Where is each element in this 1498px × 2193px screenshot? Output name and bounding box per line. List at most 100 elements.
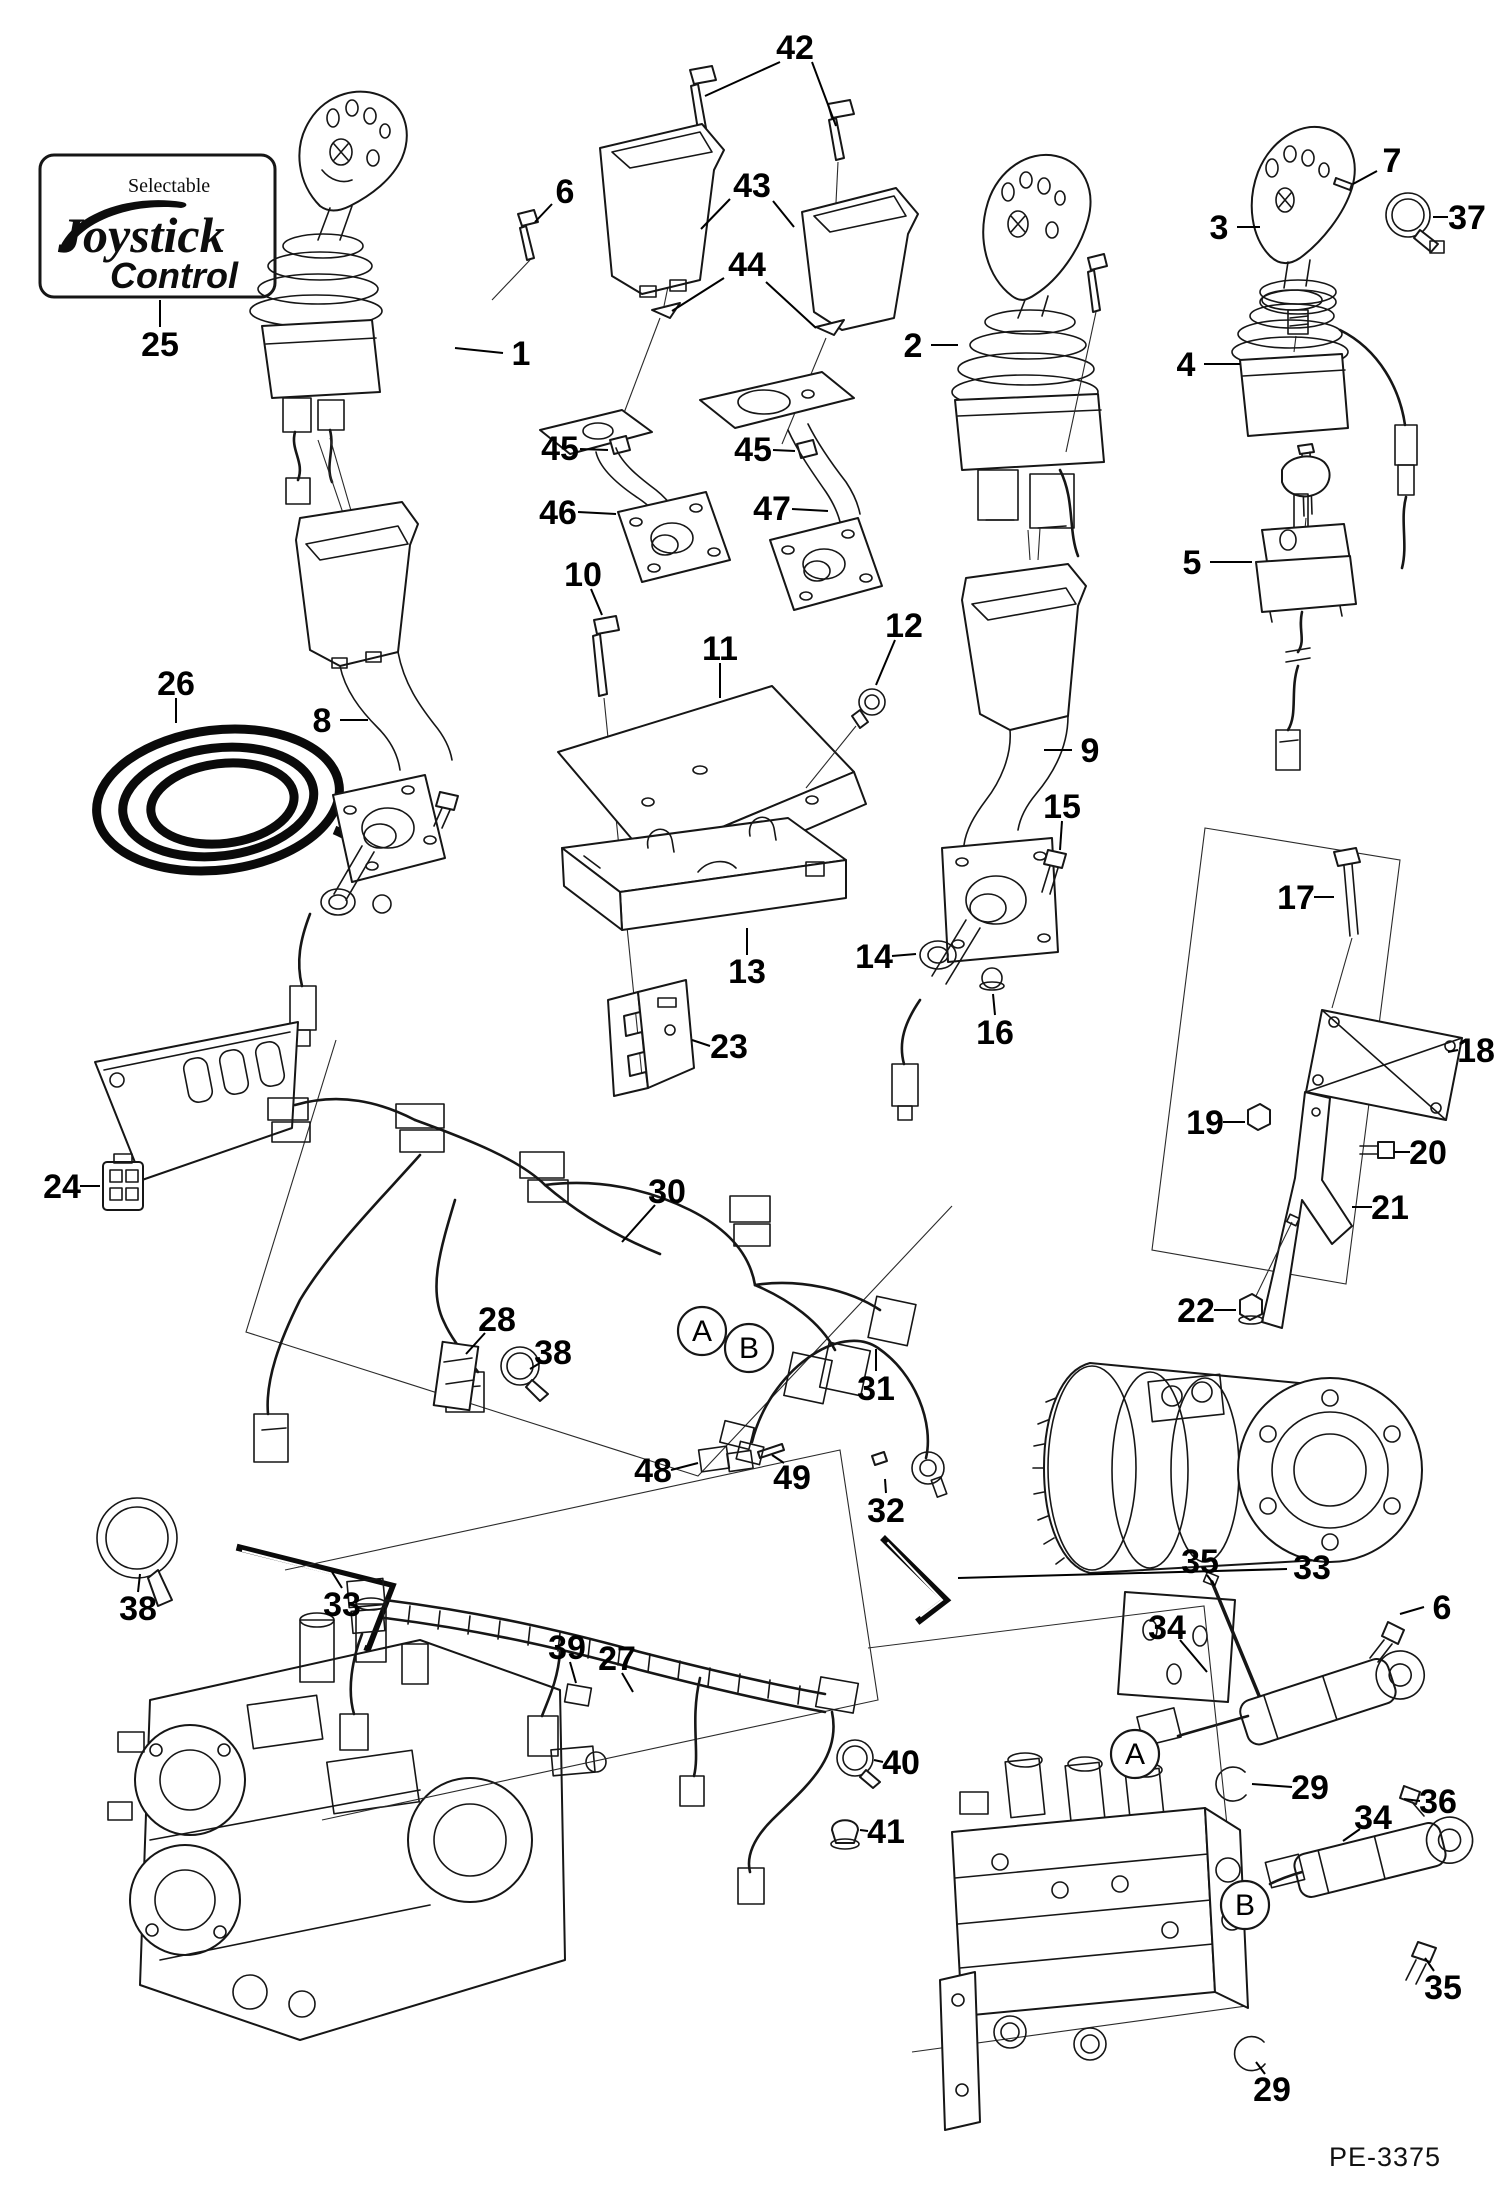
- callout-45: 45: [734, 431, 772, 469]
- callout-3: 3: [1210, 209, 1229, 247]
- callout-21: 21: [1371, 1189, 1409, 1227]
- callout-40: 40: [882, 1744, 920, 1782]
- callout-14: 14: [855, 938, 893, 976]
- hex-key-33-right: [880, 1535, 952, 1625]
- ring-14: [919, 940, 957, 970]
- callout-13: 13: [728, 953, 766, 991]
- leader-line-36: [1403, 1798, 1421, 1802]
- leader-line-10: [590, 588, 603, 616]
- bracket-23: [607, 979, 695, 1097]
- callout-28: 28: [478, 1301, 516, 1339]
- callout-36: 36: [1419, 1783, 1457, 1821]
- leader-line-34: [1342, 1828, 1361, 1842]
- pedestal-47: [699, 371, 883, 611]
- callout-12: 12: [885, 607, 923, 645]
- callout-9: 9: [1081, 732, 1100, 770]
- callout-43: 43: [733, 167, 771, 205]
- pump-harness-27: [284, 1449, 881, 1905]
- leader-line-43: [772, 200, 795, 228]
- nut-22: [1239, 1293, 1263, 1321]
- leader-line-27: [621, 1672, 634, 1693]
- callout-20: 20: [1409, 1134, 1447, 1172]
- callout-34: 34: [1354, 1799, 1392, 1837]
- screw-12: [805, 688, 886, 789]
- leader-line-48: [670, 1462, 699, 1471]
- logo-control: Control: [110, 255, 239, 296]
- motor-gear-teeth: [1032, 1397, 1065, 1565]
- bolt-35-lower: [1411, 1941, 1437, 1963]
- bolt-15: [1043, 849, 1067, 869]
- leader-line-6: [534, 203, 553, 223]
- leader-line-33: [331, 1571, 343, 1589]
- callout-23: 23: [710, 1028, 748, 1066]
- callout-47: 47: [753, 490, 791, 528]
- main-harness-30: [245, 1039, 953, 1477]
- callout-6: 6: [556, 173, 575, 211]
- connector-48: [697, 1443, 785, 1473]
- leader-line-16: [992, 993, 996, 1016]
- boot-43-left: [599, 123, 725, 298]
- bracket-group-17-22: [1151, 827, 1463, 1329]
- joystick-control-decal: Selectable Joystick Control: [38, 153, 277, 299]
- callout-29: 29: [1253, 2071, 1291, 2109]
- callout-15: 15: [1043, 788, 1081, 826]
- callout-18: 18: [1457, 1032, 1495, 1070]
- callout-11: 11: [702, 630, 738, 668]
- bolt-17: [1333, 847, 1361, 867]
- pedestal-46: [539, 409, 731, 583]
- leader-line-30: [621, 1204, 656, 1243]
- clip-28: [432, 1340, 480, 1412]
- joystick-assembly-5: [1255, 455, 1357, 771]
- solenoid-assembly-b: [1233, 1785, 1474, 2072]
- callout-24: 24: [43, 1168, 81, 1206]
- callout-31: 31: [857, 1370, 895, 1408]
- callout-42: 42: [776, 29, 814, 67]
- leader-line-35: [1206, 1574, 1216, 1587]
- callout-34: 34: [1148, 1609, 1186, 1647]
- callout-1: 1: [512, 335, 531, 373]
- callout-44: 44: [728, 246, 766, 284]
- leader-line-42: [811, 61, 837, 127]
- callout-30: 30: [648, 1173, 686, 1211]
- pin-7: [1333, 177, 1353, 191]
- leader-line-35: [1424, 1957, 1435, 1972]
- callout-17: 17: [1277, 879, 1315, 917]
- callout-16: 16: [976, 1014, 1014, 1052]
- nut-19: [1247, 1103, 1271, 1131]
- bolt-20: [1377, 1141, 1395, 1159]
- callout-22: 22: [1177, 1292, 1215, 1330]
- callout-4: 4: [1177, 346, 1196, 384]
- leader-line-45: [772, 449, 796, 452]
- callout-2: 2: [904, 327, 923, 365]
- leader-line-38: [529, 1362, 541, 1370]
- pin-35-upper: [1210, 1580, 1262, 1700]
- callout-32: 32: [867, 1492, 905, 1530]
- connector-24: [102, 1161, 144, 1211]
- leader-line-47: [791, 508, 829, 512]
- controller-13: [561, 816, 847, 931]
- callout-7: 7: [1383, 142, 1402, 180]
- leader-line-7: [1352, 170, 1378, 185]
- washers-44: [651, 302, 845, 336]
- bolt-6-lower: [1381, 1621, 1405, 1645]
- callout-41: 41: [867, 1813, 905, 1851]
- callout-38: 38: [534, 1334, 572, 1372]
- letter-marker-circle-B: [723, 1322, 775, 1374]
- leader-line-49: [771, 1454, 785, 1464]
- leader-line-23: [691, 1039, 711, 1047]
- leader-line-46: [577, 511, 617, 515]
- letter-marker-circle-B: [1219, 1879, 1271, 1931]
- leader-line-18: [1447, 1049, 1459, 1053]
- leader-line-29: [1251, 1783, 1293, 1788]
- hydrostatic-pump: [107, 1597, 607, 2041]
- joystick-handle-3: [1250, 125, 1356, 353]
- letter-marker-A: A: [692, 1315, 712, 1348]
- leader-line-45: [579, 448, 609, 451]
- nut-45-left: [609, 435, 631, 455]
- callout-37: 37: [1448, 199, 1486, 237]
- leader-line-44: [765, 281, 817, 329]
- boot-assembly-8: [289, 501, 459, 1047]
- callout-8: 8: [313, 702, 332, 740]
- callout-33: 33: [323, 1586, 361, 1624]
